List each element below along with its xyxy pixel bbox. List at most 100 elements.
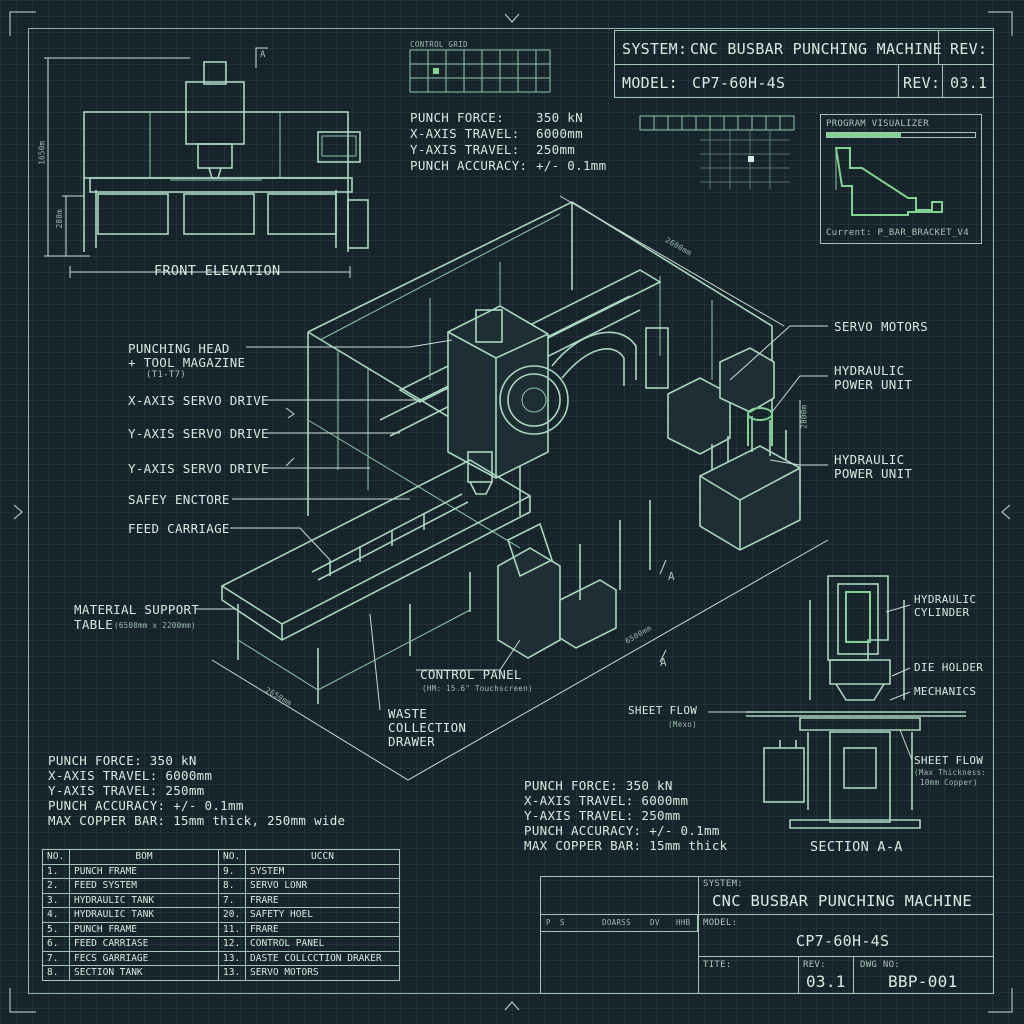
bom-cell: 13. bbox=[218, 950, 246, 966]
visualizer-progress-fill bbox=[827, 133, 901, 137]
isometric-machine bbox=[211, 195, 829, 781]
callout-safety-enclosure: SAFEY ENCTORE bbox=[128, 492, 230, 507]
section-die-holder: DIE HOLDER bbox=[914, 661, 984, 674]
title-model-label: MODEL: bbox=[703, 918, 738, 928]
bom-cell: 8. bbox=[218, 878, 246, 894]
callout-feed-carriage: FEED CARRIAGE bbox=[128, 521, 230, 536]
bom-cell: SAFETY HOEL bbox=[245, 907, 400, 923]
callout-tool-range: (T1-T7) bbox=[146, 370, 187, 380]
header-rev-value-cell bbox=[942, 64, 994, 98]
section-sheet-flow-left-sub: (Mexo) bbox=[668, 720, 697, 729]
callout-table-dims: (6500mm x 2200mm) bbox=[114, 621, 196, 630]
dim-enclosure-height: 2800m bbox=[799, 404, 809, 429]
bom-cell: 7. bbox=[218, 892, 246, 908]
callout-hpu-1-line2: POWER UNIT bbox=[834, 377, 913, 392]
callout-hpu-2-line2: POWER UNIT bbox=[834, 466, 913, 481]
bom-cell: FRARE bbox=[245, 892, 400, 908]
spec-top-label-2: Y-AXIS TRAVEL: bbox=[410, 142, 520, 157]
spec-mid-2: Y-AXIS TRAVEL: 250mm bbox=[524, 808, 681, 823]
rev-col-0: P bbox=[546, 918, 551, 927]
spec-top-label-0: PUNCH FORCE: bbox=[410, 110, 504, 125]
section-hyd-cylinder-1: HYDRAULIC bbox=[914, 593, 977, 606]
control-grid-label: CONTROL GRID bbox=[410, 40, 468, 49]
header-rev-label: REV: bbox=[903, 74, 941, 92]
bom-cell: 12. bbox=[218, 936, 246, 952]
bom-cell: HYDRAULIC TANK bbox=[69, 907, 219, 923]
spec-top-label-3: PUNCH ACCURACY: bbox=[410, 158, 528, 173]
title-tite-label: TITE: bbox=[703, 960, 732, 970]
callout-table: TABLE bbox=[74, 617, 114, 632]
callout-servo-motors: SERVO MOTORS bbox=[834, 319, 928, 334]
spec-left-0: PUNCH FORCE: 350 kN bbox=[48, 753, 197, 768]
bom-header-no-2: NO. bbox=[218, 849, 246, 865]
bom-cell: 4. bbox=[42, 907, 70, 923]
bom-cell: PUNCH FRAME bbox=[69, 921, 219, 937]
bom-cell: 6. bbox=[42, 936, 70, 952]
bom-cell: 20. bbox=[218, 907, 246, 923]
section-a-a-drawing bbox=[708, 575, 966, 829]
callout-punching-head: PUNCHING HEAD bbox=[128, 341, 230, 356]
bom-cell: 9. bbox=[218, 863, 246, 879]
bom-cell: SERVO LONR bbox=[245, 878, 400, 894]
rev-col-2: DOARSS bbox=[602, 918, 631, 927]
spec-top-value-2: 250mm bbox=[536, 142, 576, 157]
visualizer-current-program: Current: P_BAR_BRACKET_V4 bbox=[826, 228, 969, 238]
visualizer-progress-track bbox=[826, 132, 976, 138]
section-sheet-flow-right-sub2: 10mm Copper) bbox=[920, 778, 978, 787]
callout-hpu-1-line1: HYDRAULIC bbox=[834, 363, 905, 378]
visualizer-title: PROGRAM VISUALIZER bbox=[826, 119, 929, 129]
front-elevation-height-dim: 1650m bbox=[37, 140, 47, 165]
spec-top-label-1: X-AXIS TRAVEL: bbox=[410, 126, 520, 141]
front-elevation-marker: A bbox=[260, 50, 266, 60]
title-block-rev-table bbox=[540, 914, 698, 932]
section-marker-upper: A bbox=[668, 570, 675, 583]
section-mechanics: MECHANICS bbox=[914, 685, 977, 698]
bom-cell: 3. bbox=[42, 892, 70, 908]
callout-control-panel: CONTROL PANEL bbox=[420, 667, 522, 682]
callout-tool-magazine: + TOOL MAGAZINE bbox=[128, 355, 246, 370]
title-rev-label: REV: bbox=[803, 960, 826, 970]
spec-mid-3: PUNCH ACCURACY: +/- 0.1mm bbox=[524, 823, 720, 838]
bom-cell: SERVO MOTORS bbox=[245, 965, 400, 981]
header-model-label: MODEL: bbox=[622, 74, 678, 92]
front-elevation-lower-dim: 280m bbox=[54, 209, 64, 229]
spec-top-value-0: 350 kN bbox=[536, 110, 583, 125]
header-system-name: CNC BUSBAR PUNCHING MACHINE bbox=[690, 40, 942, 58]
bom-cell: 8. bbox=[42, 965, 70, 981]
callout-hpu-2-line1: HYDRAULIC bbox=[834, 452, 905, 467]
header-rev-label-top: REV: bbox=[950, 40, 988, 58]
callout-x-axis-servo: X-AXIS SERVO DRIVE bbox=[128, 393, 269, 408]
title-model-value: CP7-60H-4S bbox=[796, 932, 890, 950]
rev-col-3: DV bbox=[650, 918, 660, 927]
callout-waste-2: COLLECTION bbox=[388, 720, 467, 735]
section-sheet-flow-left: SHEET FLOW bbox=[628, 704, 698, 717]
drawing-frame bbox=[28, 28, 994, 994]
bom-cell: FECS GARRIAGE bbox=[69, 950, 219, 966]
spec-mid-1: X-AXIS TRAVEL: 6000mm bbox=[524, 793, 689, 808]
front-elevation-drawing bbox=[44, 47, 369, 278]
rev-col-4: HHB bbox=[676, 918, 691, 927]
header-divider bbox=[614, 64, 994, 65]
title-block-row-1 bbox=[698, 914, 994, 915]
title-system-name: CNC BUSBAR PUNCHING MACHINE bbox=[712, 892, 973, 910]
section-marker-lower: A bbox=[660, 656, 667, 669]
bom-cell: 5. bbox=[42, 921, 70, 937]
title-rev-value: 03.1 bbox=[806, 972, 846, 991]
bom-cell: SECTION TANK bbox=[69, 965, 219, 981]
title-dwg-value: BBP-001 bbox=[888, 972, 958, 991]
spec-left-4: MAX COPPER BAR: 15mm thick, 250mm wide bbox=[48, 813, 346, 828]
bom-cell: 13. bbox=[218, 965, 246, 981]
bom-cell: 11. bbox=[218, 921, 246, 937]
title-block-rev-cell bbox=[798, 956, 854, 994]
bom-header-no: NO. bbox=[42, 849, 70, 865]
bom-cell: FEED CARRIASE bbox=[69, 936, 219, 952]
bom-cell: 1. bbox=[42, 863, 70, 879]
registration-marks bbox=[9, 11, 1013, 1013]
